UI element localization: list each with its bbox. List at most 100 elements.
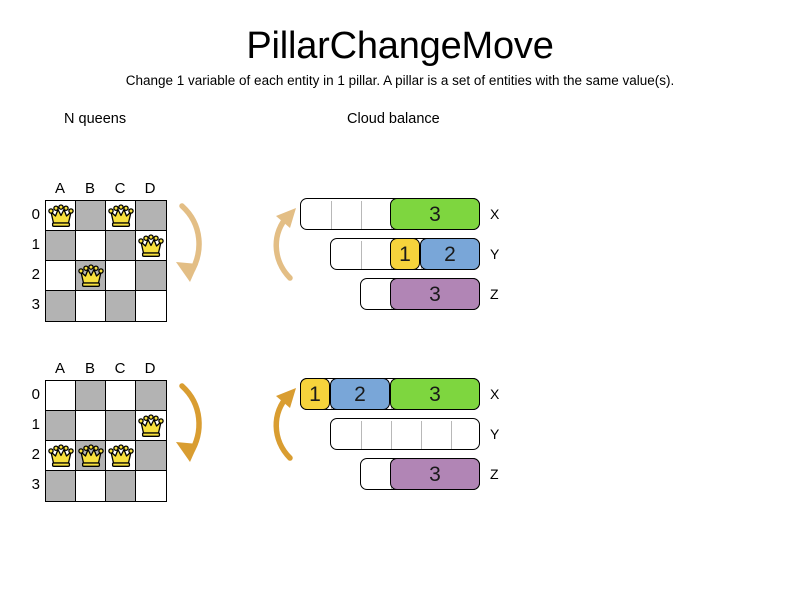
page-title: PillarChangeMove (246, 25, 554, 67)
queen-piece-B2[interactable] (76, 261, 106, 291)
chessboard-grid (45, 380, 167, 502)
board-cell-A3[interactable] (46, 291, 76, 321)
board-cell-B3[interactable] (76, 291, 106, 321)
capacity-unit-divider (361, 421, 362, 449)
row-label-3: 3 (31, 476, 40, 493)
cloud-computer-label-Z: Z (490, 286, 499, 302)
board-cell-A2[interactable] (46, 261, 76, 291)
arrow-up-cloud-after-icon (273, 388, 296, 461)
arrow-down-board-before-icon (176, 203, 202, 282)
row-label-3: 3 (31, 296, 40, 313)
cloud-process-segment-3[interactable]: 3 (390, 378, 480, 410)
board-cell-B1[interactable] (76, 231, 106, 261)
queen-piece-D1[interactable] (136, 411, 166, 441)
cloud-computer-label-Y: Y (490, 246, 500, 262)
queen-piece-D1[interactable] (136, 231, 166, 261)
cloud-process-segment-2[interactable]: 2 (330, 378, 390, 410)
board-cell-B0[interactable] (76, 201, 106, 231)
cloud-process-segment-2[interactable]: 2 (420, 238, 480, 270)
queen-icon (108, 204, 134, 227)
board-cell-D2[interactable] (136, 441, 166, 471)
cloud-process-value: 3 (429, 462, 441, 486)
queen-icon (78, 444, 104, 467)
board-column-labels: A B C D (45, 180, 165, 200)
column-label-B: B (84, 360, 95, 377)
board-cell-D2[interactable] (136, 261, 166, 291)
arrow-down-board-after-icon (176, 383, 202, 462)
cloud-computer-label-X: X (490, 386, 500, 402)
capacity-unit-divider (451, 421, 452, 449)
row-label-2: 2 (31, 446, 40, 463)
queen-icon (108, 444, 134, 467)
queen-piece-B2[interactable] (76, 441, 106, 471)
row-label-0: 0 (31, 206, 40, 223)
board-cell-C3[interactable] (106, 471, 136, 501)
queen-piece-C2[interactable] (106, 441, 136, 471)
queen-piece-C0[interactable] (106, 201, 136, 231)
cloud-process-value: 2 (354, 382, 366, 406)
board-cell-A1[interactable] (46, 231, 76, 261)
board-cell-C2[interactable] (106, 261, 136, 291)
row-label-2: 2 (31, 266, 40, 283)
cloud-process-segment-1[interactable]: 1 (390, 238, 420, 270)
board-cell-B1[interactable] (76, 411, 106, 441)
column-label-D: D (144, 180, 156, 197)
cloud-bar-row-after-Y: Y (330, 418, 520, 450)
column-label-D: D (144, 360, 156, 377)
page-subtitle: Change 1 variable of each entity in 1 pi… (125, 73, 675, 88)
cloud-process-segment-3[interactable]: 3 (390, 458, 480, 490)
board-cell-C3[interactable] (106, 291, 136, 321)
arrow-up-cloud-before-icon (273, 208, 296, 281)
capacity-unit-divider (421, 421, 422, 449)
cloud-computer-label-Z: Z (490, 466, 499, 482)
row-label-1: 1 (31, 416, 40, 433)
board-cell-C1[interactable] (106, 411, 136, 441)
capacity-unit-divider (331, 201, 332, 229)
column-label-C: C (114, 180, 126, 197)
page-header: PillarChangeMove Change 1 variable of ea… (0, 0, 800, 90)
board-cell-D0[interactable] (136, 201, 166, 231)
board-row-labels: 0 1 2 3 (22, 200, 42, 320)
board-cell-D3[interactable] (136, 291, 166, 321)
board-cell-D3[interactable] (136, 471, 166, 501)
cloud-computer-label-X: X (490, 206, 500, 222)
queen-piece-A2[interactable] (46, 441, 76, 471)
capacity-unit-divider (391, 421, 392, 449)
board-cell-A1[interactable] (46, 411, 76, 441)
cloud-process-segment-3[interactable]: 3 (390, 198, 480, 230)
section-caption-cloud: Cloud balance (347, 111, 440, 127)
column-label-C: C (114, 360, 126, 377)
board-cell-B0[interactable] (76, 381, 106, 411)
cloud-process-segment-3[interactable]: 3 (390, 278, 480, 310)
cloud-computer-capacity-bar[interactable] (330, 418, 480, 450)
queen-icon (48, 444, 74, 467)
cloud-process-value: 1 (309, 382, 321, 406)
column-label-A: A (54, 360, 65, 377)
cloud-bar-row-after-X: 1 2 3 X (300, 378, 520, 410)
queen-icon (78, 264, 104, 287)
board-cell-A0[interactable] (46, 381, 76, 411)
cloud-process-value: 2 (444, 242, 456, 266)
chessboard-grid (45, 200, 167, 322)
board-cell-A3[interactable] (46, 471, 76, 501)
board-column-labels: A B C D (45, 360, 165, 380)
board-cell-C1[interactable] (106, 231, 136, 261)
queen-icon (138, 414, 164, 437)
column-label-A: A (54, 180, 65, 197)
cloud-process-segment-1[interactable]: 1 (300, 378, 330, 410)
cloud-process-value: 3 (429, 382, 441, 406)
cloud-process-value: 1 (399, 242, 411, 266)
column-label-B: B (84, 180, 95, 197)
capacity-unit-divider (361, 201, 362, 229)
row-label-1: 1 (31, 236, 40, 253)
cloud-computer-label-Y: Y (490, 426, 500, 442)
board-cell-C0[interactable] (106, 381, 136, 411)
board-cell-D0[interactable] (136, 381, 166, 411)
cloud-process-value: 3 (429, 202, 441, 226)
board-cell-B3[interactable] (76, 471, 106, 501)
queen-piece-A0[interactable] (46, 201, 76, 231)
